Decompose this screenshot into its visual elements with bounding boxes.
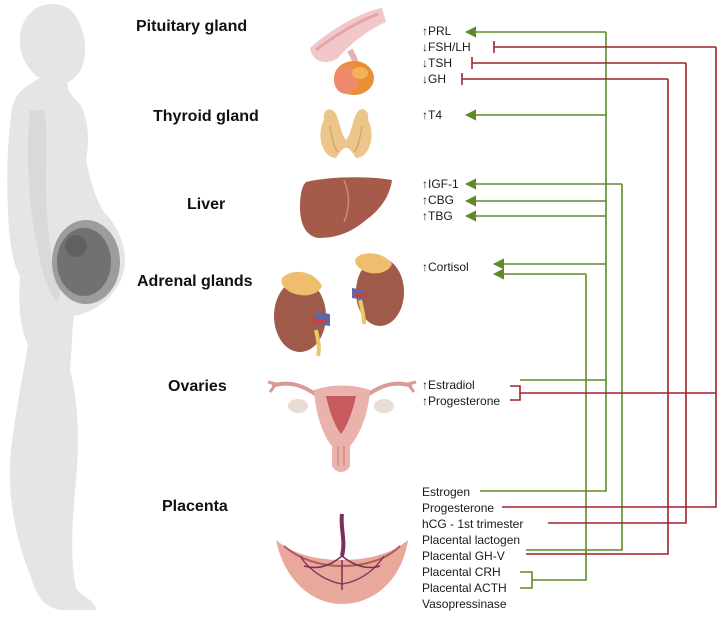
estrogen-stimulation-connector [464, 26, 607, 492]
placenta-vasopressinase: Vasopressinase [422, 597, 507, 611]
organ-label-pituitary: Pituitary gland [136, 18, 248, 35]
crh-acth-cortisol-connector [492, 258, 606, 589]
hormone-progesterone: ↑Progesterone [422, 394, 501, 408]
hcg-tsh-inhibition-connector [471, 57, 687, 524]
placenta-progesterone: Progesterone [422, 501, 495, 515]
organ-label-thyroid: Thyroid gland [153, 108, 259, 125]
hormone-tbg: ↑TBG [422, 209, 453, 223]
hormone-tsh: ↓TSH [422, 56, 452, 70]
adrenal-glands-icon [274, 253, 404, 357]
hormone-igf1: ↑IGF-1 [422, 177, 459, 191]
arm-silhouette [28, 110, 61, 300]
hormone-t4: ↑T4 [422, 108, 443, 122]
organ-label-liver: Liver [187, 196, 226, 213]
pituitary-gland-icon [310, 8, 386, 95]
placenta-icon [276, 513, 408, 604]
hormone-gh: ↓GH [422, 72, 446, 86]
placenta-gh-v: Placental GH-V [422, 549, 505, 563]
placenta-lactogen: Placental lactogen [422, 533, 521, 547]
ghv-igf1-connector [464, 178, 623, 551]
hormone-fsh-lh: ↓FSH/LH [422, 40, 471, 54]
organ-label-adrenal: Adrenal glands [137, 273, 253, 290]
placenta-crh: Placental CRH [422, 565, 501, 579]
progesterone-inhibition-connector [493, 41, 717, 508]
organ-label-ovaries: Ovaries [168, 378, 227, 395]
organ-label-placenta: Placenta [162, 498, 228, 515]
placenta-acth: Placental ACTH [422, 581, 507, 595]
liver-icon [300, 177, 392, 238]
hormone-cortisol: ↑Cortisol [422, 260, 469, 274]
fetus-head [65, 235, 87, 257]
placenta-estrogen: Estrogen [422, 485, 471, 499]
hormone-estradiol: ↑Estradiol [422, 378, 475, 392]
hormone-prl: ↑PRL [422, 24, 452, 38]
ghv-gh-inhibition-connector [461, 73, 669, 555]
placenta-hcg: hCG - 1st trimester [422, 517, 524, 531]
hormone-cbg: ↑CBG [422, 193, 455, 207]
thyroid-gland-icon [320, 109, 372, 158]
uterus-ovaries-icon [267, 380, 417, 472]
